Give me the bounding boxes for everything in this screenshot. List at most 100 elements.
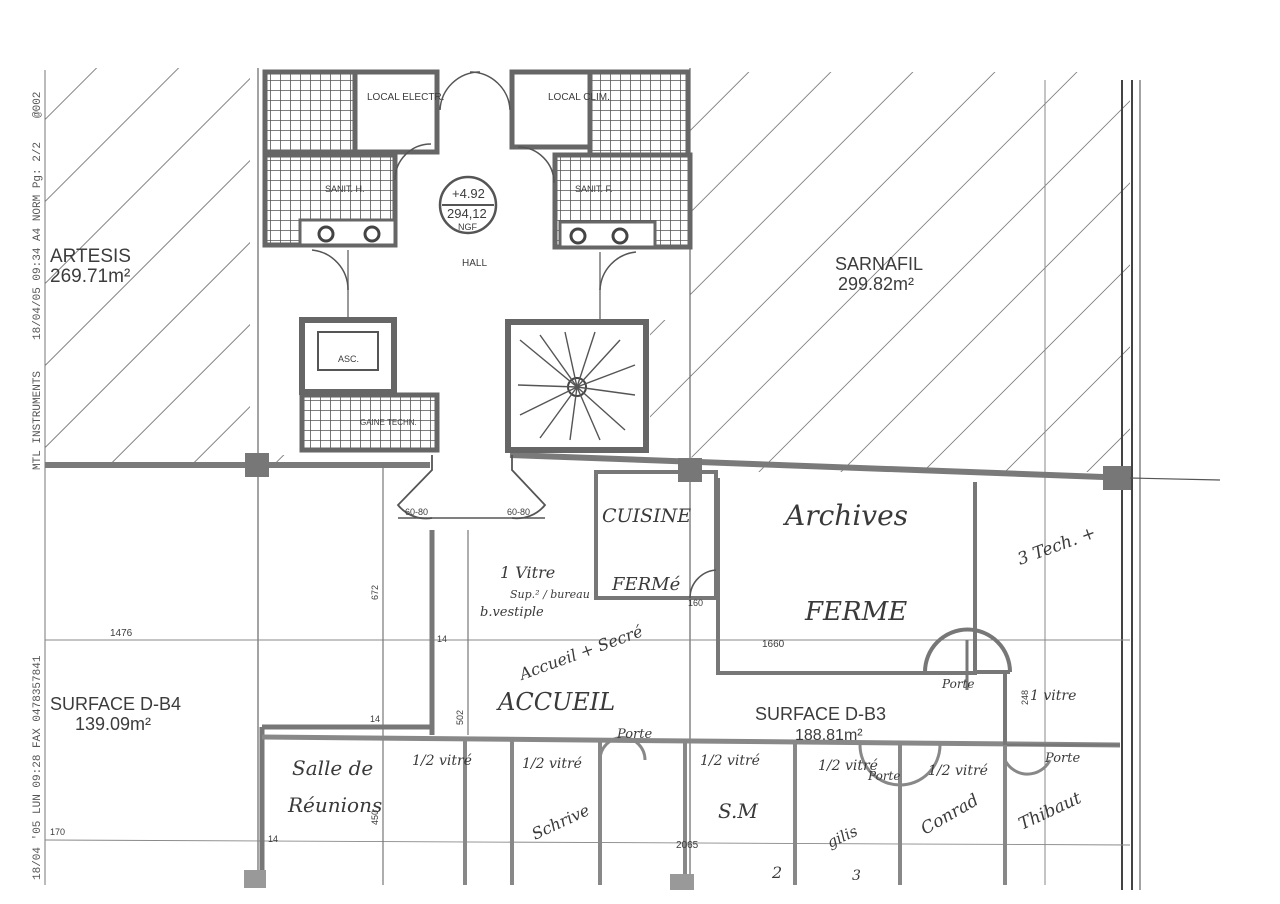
stair-treads [517,331,636,441]
office-door [598,736,647,761]
archives-room [716,478,977,675]
base-block [244,870,266,888]
sanit-h-block [262,69,358,155]
hall-label: HALL [462,258,487,269]
gaine-label: GAINE TECHN. [360,418,417,427]
note-half-vitre-4: 1/2 vitré [818,758,878,774]
note-accueil: ACCUEIL [496,688,615,716]
local-electr-label: LOCAL ELECTR. [367,92,444,103]
artesis-name: ARTESIS [50,246,131,267]
fax-header-2: MTL INSTRUMENTS [32,371,44,470]
dim-248: 248 [1020,690,1030,705]
note-bvestiple: b.vestiple [480,605,544,620]
note-sup: Sup.² / bureau [510,588,590,601]
dim-60-80-left: 60-80 [405,507,428,517]
ngf-value: 294,12 [447,206,487,221]
base-block [670,874,694,890]
sanit-f-label: SANIT. F. [575,184,613,194]
gaine-technique [299,392,440,453]
elevator-cabin [317,331,379,371]
office-door [858,744,942,787]
right-tick [1129,477,1221,481]
local-clim-room [509,69,593,150]
note-porte-4: Porte [867,769,900,783]
note-name-5: Thibaut [1016,788,1085,834]
column-3 [1103,466,1131,490]
door-swing [599,251,637,291]
sarnafil-hatch [650,72,1130,472]
note-half-vitre-5: 1/2 vitré [928,763,988,779]
note-name-4: Conrad [918,790,983,839]
column-1 [245,453,269,477]
artesis-hatch [45,68,300,465]
door-swing [469,71,511,111]
note-cuisine: CUISINE [602,505,691,527]
note-porte-3: Porte [1044,751,1080,766]
fax-header-4: @002 [32,92,44,118]
surface-b3-name: SURFACE D-B3 [755,704,886,724]
note-techb: 1 vitre [1030,688,1076,704]
level-value: +4.92 [452,186,485,201]
door-swing [439,71,481,111]
dim-170: 170 [50,827,65,837]
fax-header-3: 18/04/05 09:34 A4 NORM Pg: 2/2 [32,142,44,340]
main-wall-right [509,452,1131,481]
sarnafil-name: SARNAFIL [835,254,923,274]
sink [317,225,335,243]
note-ferme-big: FERME [804,597,907,627]
door-swing [311,249,349,291]
dim-1660: 1660 [762,639,785,650]
sanit-h-label: SANIT. H. [325,184,365,194]
note-name-2: S.M [718,799,758,823]
sinks-right [558,220,657,249]
note-porte-1: Porte [616,727,652,742]
note-half-vitre-3: 1/2 vitré [700,753,760,769]
office-row-wall [261,734,1121,748]
dim-14-a: 14 [437,634,447,644]
dim-672: 672 [370,585,380,600]
sarnafil-area: 299.82m² [838,274,914,294]
artesis-area: 269.71m² [50,266,130,287]
dim-502: 502 [455,710,465,725]
fax-header: 18/04 '05 LUN 09:28 FAX 0478357841 [32,655,44,880]
local-electr-room [352,69,440,155]
note-reunion: Réunions [287,793,382,817]
door-swing [394,143,432,181]
note-porte-2: Porte [941,677,974,691]
note-salle: Salle de [292,756,373,780]
local-clim-label: LOCAL CLIM. [548,92,610,103]
archives-door [923,627,1012,673]
surface-b4-area: 139.09m² [75,714,151,734]
elevator-label: ASC. [338,354,359,364]
note-one-vitre: 1 Vitre [500,563,555,582]
note-tech: 3 Tech. + [1015,523,1099,570]
note-half-vitre-2: 1/2 vitré [522,756,582,772]
note-name-3: gilis [824,822,861,852]
dim-60-80-right: 60-80 [507,507,530,517]
dim-450: 450 [370,810,380,825]
surface-b4-name: SURFACE D-B4 [50,694,181,714]
note-half-vitre-1: 1/2 vitré [412,753,472,769]
sink [569,227,587,245]
office-door [1003,759,1052,776]
sink [611,227,629,245]
note-accueil-secret: Accueil + Secré [515,622,645,685]
dim-2065: 2065 [676,840,699,851]
note-number-2: 2 [771,863,782,882]
sinks-left [298,218,397,247]
dim-14-c: 14 [268,834,278,844]
sanit-f-block [587,69,691,160]
dim-1476: 1476 [110,628,133,639]
dim-14-b: 14 [370,714,380,724]
dim-160: 160 [688,598,703,608]
note-number-3: 3 [852,868,861,884]
office-partitions [463,740,1007,885]
ngf-label: NGF [458,222,478,232]
horizontal-axis-2 [44,839,1131,846]
note-ferme-small: FERMé [611,574,681,595]
note-archives: Archives [782,499,908,532]
door-swing [517,146,555,184]
surface-b3-area: 188.81m² [795,727,863,744]
note-name-1: Schrive [529,800,593,843]
cuisine-door [689,569,719,599]
